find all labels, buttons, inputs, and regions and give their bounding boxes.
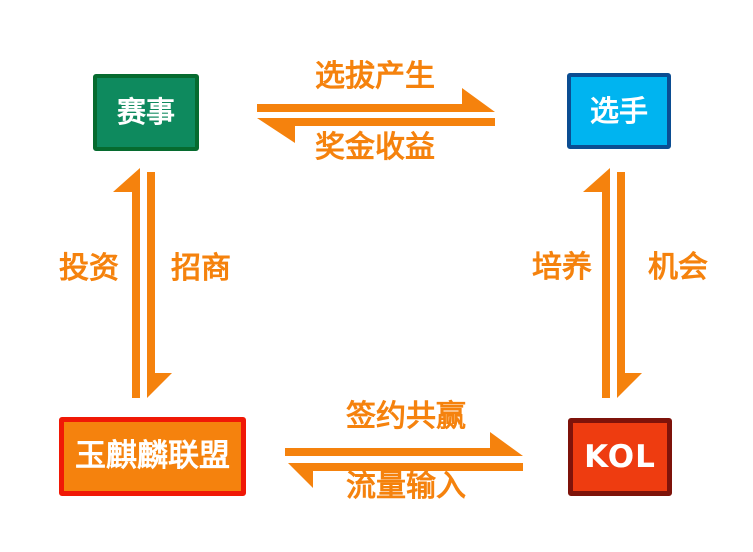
edge-label-opportunity: 机会 <box>648 250 708 285</box>
edge-label-cultivation: 培养 <box>532 250 592 285</box>
edge-label-prize-income: 奖金收益 <box>315 130 435 165</box>
edge-label-traffic-input: 流量输入 <box>346 469 466 504</box>
node-event-label: 赛事 <box>116 95 175 129</box>
arrow-right-bottom-icon <box>285 432 523 456</box>
arrow-down-right-icon <box>617 172 642 398</box>
edge-label-investment: 投资 <box>59 251 119 286</box>
edge-label-selection: 选拔产生 <box>315 59 435 94</box>
arrow-down-left-icon <box>147 172 172 398</box>
edge-label-merchants: 招商 <box>171 251 231 286</box>
node-alliance: 玉麒麟联盟 <box>59 417 246 496</box>
node-alliance-label: 玉麒麟联盟 <box>75 438 230 474</box>
node-event: 赛事 <box>93 74 199 151</box>
node-player-label: 选手 <box>589 93 648 128</box>
node-player: 选手 <box>567 73 671 149</box>
node-kol-label: KOL <box>584 438 656 475</box>
node-kol: KOL <box>568 418 672 496</box>
edge-label-signing-winwin: 签约共赢 <box>346 399 466 434</box>
